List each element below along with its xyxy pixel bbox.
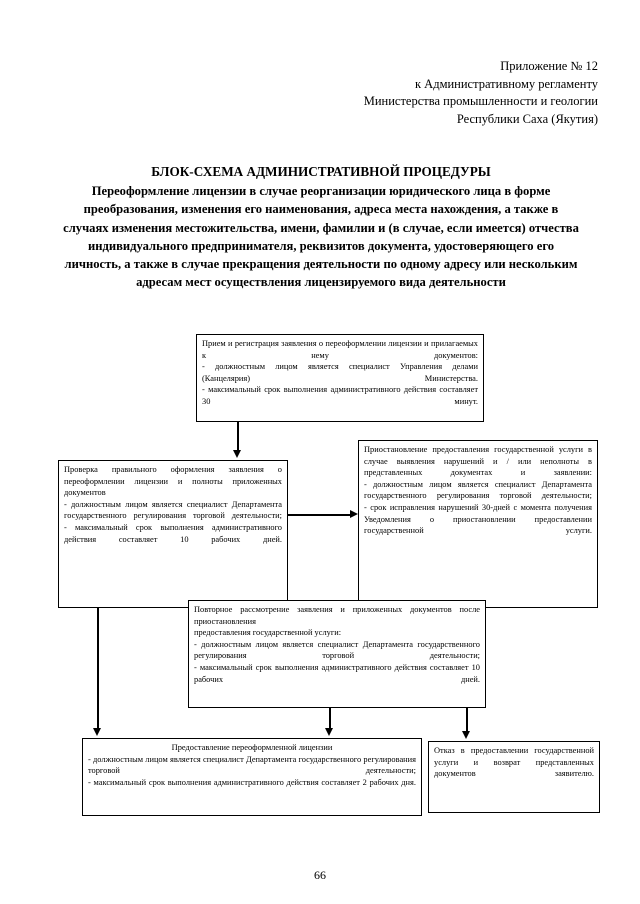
flow-box-intake: Прием и регистрация заявления о переофор… xyxy=(196,334,484,422)
arrow-check-to-suspend xyxy=(350,510,358,518)
review-line-4: - максимальный срок выполнения администр… xyxy=(194,662,480,684)
header-line-3: Министерства промышленности и геологии xyxy=(363,94,598,108)
arrow-check-to-grant xyxy=(93,728,101,736)
check-line-1: Проверка правильного оформления заявлени… xyxy=(64,465,282,498)
header-line-2: к Административному регламенту xyxy=(414,76,598,91)
refuse-line-1: Отказ в предоставлении государственной у… xyxy=(434,746,594,779)
connector-review-to-refuse-vert xyxy=(466,708,468,733)
arrow-review-to-grant xyxy=(325,728,333,736)
suspend-line-2: - должностным лицом является специалист … xyxy=(364,479,592,501)
check-line-2: - должностным лицом является специалист … xyxy=(64,499,282,521)
suspend-line-1: Приостановление предоставления государст… xyxy=(364,445,592,478)
document-header: Приложение № 12 к Административному регл… xyxy=(178,58,598,128)
check-line-3: - максимальный срок выполнения администр… xyxy=(64,522,282,544)
suspend-line-3: - срок исправления нарушений 30-дней с м… xyxy=(364,502,592,536)
flow-box-suspend: Приостановление предоставления государст… xyxy=(358,440,598,608)
connector-intake-to-check-vert xyxy=(237,422,239,452)
flow-box-refuse: Отказ в предоставлении государственной у… xyxy=(428,741,600,813)
grant-line-1: - должностным лицом является специалист … xyxy=(88,754,416,776)
intake-line-3: - максимальный срок выполнения администр… xyxy=(202,385,478,406)
connector-check-to-suspend-horiz xyxy=(288,514,350,516)
review-line-3: - должностным лицом является специалист … xyxy=(194,639,480,661)
grant-line-2: - максимальный срок выполнения администр… xyxy=(88,777,416,787)
page-number: 66 xyxy=(314,868,326,882)
intake-line-1: Прием и регистрация заявления о переофор… xyxy=(202,339,478,360)
review-line-1: Повторное рассмотрение заявления и прило… xyxy=(194,605,480,626)
arrow-review-to-refuse xyxy=(462,731,470,739)
intake-line-2: - должностным лицом является специалист … xyxy=(202,362,478,383)
grant-heading: Предоставление переоформленной лицензии xyxy=(171,743,333,752)
title-main: БЛОК-СХЕМА АДМИНИСТРАТИВНОЙ ПРОЦЕДУРЫ xyxy=(151,164,491,179)
review-line-2: предоставления государственной услуги: xyxy=(194,628,342,638)
connector-check-to-grant-vert xyxy=(97,608,99,730)
connector-review-to-grant-vert xyxy=(329,708,331,730)
header-line-4: Республики Саха (Якутия) xyxy=(456,111,598,126)
header-line-1: Приложение № 12 xyxy=(500,59,598,73)
title-subtitle: Переоформление лицензии в случае реорган… xyxy=(63,184,579,290)
arrow-intake-to-check xyxy=(233,450,241,458)
page-title: БЛОК-СХЕМА АДМИНИСТРАТИВНОЙ ПРОЦЕДУРЫ Пе… xyxy=(60,163,582,292)
flow-box-grant: Предоставление переоформленной лицензии … xyxy=(82,738,422,816)
flow-box-check: Проверка правильного оформления заявлени… xyxy=(58,460,288,608)
flow-box-review: Повторное рассмотрение заявления и прило… xyxy=(188,600,486,708)
